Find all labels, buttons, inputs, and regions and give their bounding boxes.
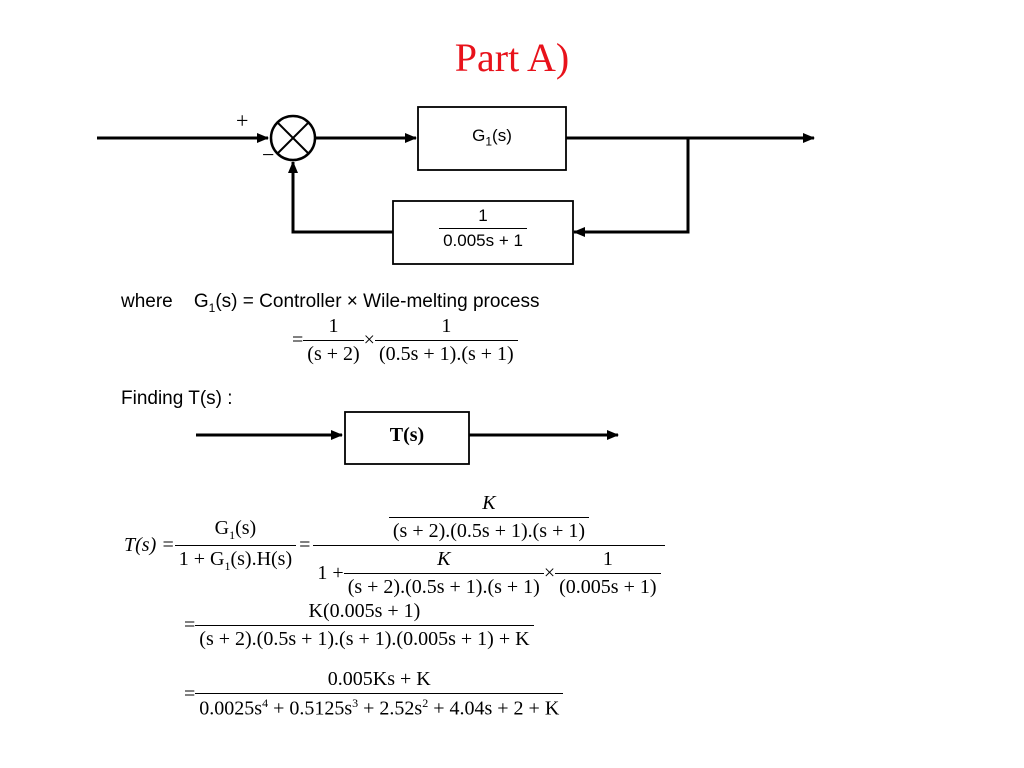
tf-equation-line1: T(s) = G1(s) 1 + G1(s).H(s) = K(s + 2).(… (124, 492, 665, 599)
feedback-block-diagram (97, 106, 815, 265)
where-line: where G1(s) = Controller × Wile-melting … (121, 291, 540, 315)
tf-equation-line3: = 0.005Ks + K 0.0025s4 + 0.5125s3 + 2.52… (184, 668, 564, 721)
finding-label: Finding T(s) : (121, 388, 233, 409)
page-title: Part A) (454, 35, 570, 80)
tf-block (344, 411, 470, 465)
tf-equation-line2: = K(0.005s + 1)(s + 2).(0.5s + 1).(s + 1… (184, 600, 534, 651)
plus-sign: + (236, 108, 249, 133)
tf-block-label: T(s) (389, 424, 425, 446)
minus-sign: − (262, 142, 275, 167)
feedback-block-label: 1 0.005s + 1 (393, 206, 573, 251)
feedback-path-right (573, 138, 690, 237)
where-expression: = 1(s + 2) × 1(0.5s + 1).(s + 1) (292, 315, 518, 366)
feedback-path-left (288, 161, 393, 234)
forward-block-label: G1(s) (472, 126, 512, 149)
